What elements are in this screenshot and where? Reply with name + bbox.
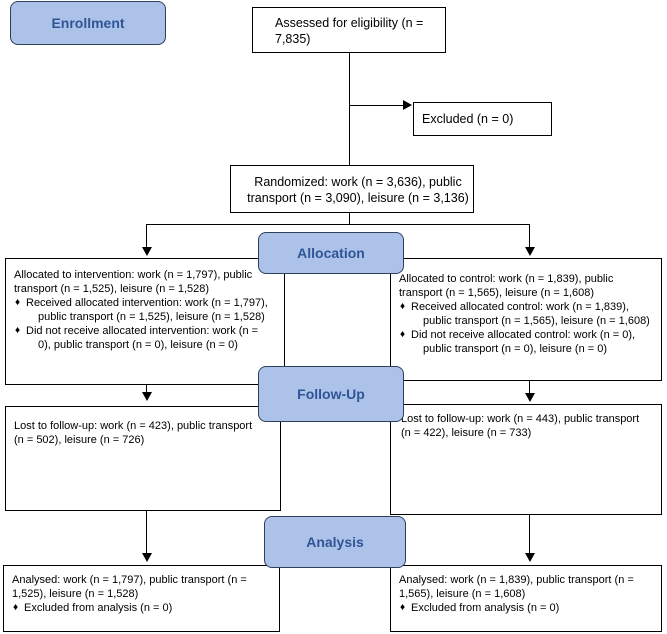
bullet-icon: ♦ [400,301,406,312]
arrowhead-left-1 [142,247,152,256]
excluded-box: Excluded (n = 0) [413,102,552,136]
control-received: ♦ Received allocated control: work (n = 1… [399,300,661,314]
followup-control-box: Lost to follow-up: work (n = 443), publi… [390,404,662,515]
control-allocated: Allocated to control: work (n = 1,839), … [399,272,661,286]
control-allocated-counts: work (n = 1,839), public [495,273,614,285]
connector-assessed-down [349,53,350,165]
intervention-allocated: Allocated to intervention: work (n = 1,7… [14,268,284,282]
followup-left-line-2: (n = 502), leisure (n = 726) [14,434,145,446]
connector-randomized-down [349,213,350,225]
bullet-icon: ♦ [15,325,21,336]
control-allocated-line-2: transport (n = 1,565), leisure (n = 1,60… [399,287,595,299]
analysis-left-line-1: Analysed: work (n = 1,797), public trans… [12,573,279,587]
analysis-right-label: Analysed: [399,574,448,586]
allocation-intervention-box: Allocated to intervention: work (n = 1,7… [5,258,285,385]
excluded-text: Excluded (n = 0) [422,112,514,126]
connector-excluded-branch [349,105,404,106]
connector-left-down-2 [146,385,147,394]
followup-intervention-box: Lost to follow-up: work (n = 423), publi… [5,406,281,511]
control-received-line-1: Received allocated control: work (n = 1,… [411,301,629,313]
randomized-box: Randomized: work (n = 3,636), public tra… [230,165,474,213]
bullet-icon: ♦ [13,602,19,613]
randomized-line-2: transport (n = 3,090), leisure (n = 3,13… [247,191,469,205]
connector-right-down-1 [529,224,530,247]
assessed-box: Assessed for eligibility (n = 7,835) [252,7,446,53]
allocation-control-box: Allocated to control: work (n = 1,839), … [390,258,662,381]
control-allocated-label: Allocated to control: [399,273,496,285]
followup-right-line-2: (n = 422), leisure (n = 733) [401,427,532,439]
followup-left-line-1: Lost to follow-up: work (n = 423), publi… [14,419,280,433]
stage-enrollment: Enrollment [10,1,166,45]
intervention-allocated-label: Allocated to intervention: [14,269,135,281]
connector-right-down-2 [529,381,530,394]
stage-analysis: Analysis [264,516,406,568]
control-not-received: ♦ Did not receive allocated control: work… [399,328,661,342]
followup-left-label: Lost to follow-up: [14,420,98,432]
analysis-right-excluded-text: Excluded from analysis (n = 0) [411,602,560,614]
stage-followup: Follow-Up [258,366,404,422]
intervention-received-line-1: Received allocated intervention: work (n… [26,297,268,309]
intervention-received: ♦ Received allocated intervention: work (… [14,296,284,310]
followup-right-label: Lost to follow-up: [401,413,485,425]
analysis-left-label: Analysed: [12,574,61,586]
randomized-line-1: Randomized: work (n = 3,636), public [254,175,462,189]
analysis-left-excluded-text: Excluded from analysis (n = 0) [24,602,173,614]
intervention-not-received-line-1: Did not receive allocated intervention: … [26,325,259,337]
arrowhead-excluded [403,100,412,110]
followup-right-counts: work (n = 443), public transport [484,413,640,425]
arrowhead-left-2 [142,392,152,401]
arrowhead-right-1 [525,247,535,256]
stage-allocation: Allocation [258,232,404,274]
analysis-control-box: Analysed: work (n = 1,839), public trans… [390,565,662,632]
intervention-not-received-line-2: 0), public transport (n = 0), leisure (n… [38,339,238,351]
assessed-line-1: Assessed for eligibility (n = [275,16,424,30]
bullet-icon: ♦ [400,602,406,613]
control-received-line-2: public transport (n = 1,565), leisure (n… [423,315,650,327]
bullet-icon: ♦ [400,329,406,340]
connector-right-down-3 [529,515,530,554]
intervention-not-received: ♦ Did not receive allocated intervention:… [14,324,284,338]
intervention-allocated-line-2: transport (n = 1,525), leisure (n = 1,52… [14,283,210,295]
analysis-right-line-1: Analysed: work (n = 1,839), public trans… [399,573,661,587]
arrowhead-right-3 [525,553,535,562]
connector-left-down-1 [146,224,147,247]
analysis-left-excluded: ♦ Excluded from analysis (n = 0) [12,601,279,615]
intervention-received-line-2: public transport (n = 1,525), leisure (n… [38,311,265,323]
analysis-right-excluded: ♦ Excluded from analysis (n = 0) [399,601,661,615]
analysis-left-line-2: 1,525), leisure (n = 1,528) [12,588,139,600]
analysis-right-counts: work (n = 1,839), public transport (n = [447,574,634,586]
control-not-received-line-2: public transport (n = 0), leisure (n = 0… [423,343,608,355]
bullet-icon: ♦ [15,297,21,308]
followup-right-line-1: Lost to follow-up: work (n = 443), publi… [401,412,661,426]
analysis-left-counts: work (n = 1,797), public transport (n = [60,574,247,586]
intervention-allocated-counts: work (n = 1,797), public [134,269,253,281]
connector-split-horizontal [146,224,530,225]
connector-left-down-3 [146,511,147,554]
analysis-right-line-2: 1,565), leisure (n = 1,608) [399,588,526,600]
control-not-received-line-1: Did not receive allocated control: work … [411,329,636,341]
assessed-line-2: 7,835) [275,32,311,46]
arrowhead-left-3 [142,553,152,562]
followup-left-counts: work (n = 423), public transport [97,420,253,432]
arrowhead-right-2 [525,393,535,402]
analysis-intervention-box: Analysed: work (n = 1,797), public trans… [3,565,280,632]
